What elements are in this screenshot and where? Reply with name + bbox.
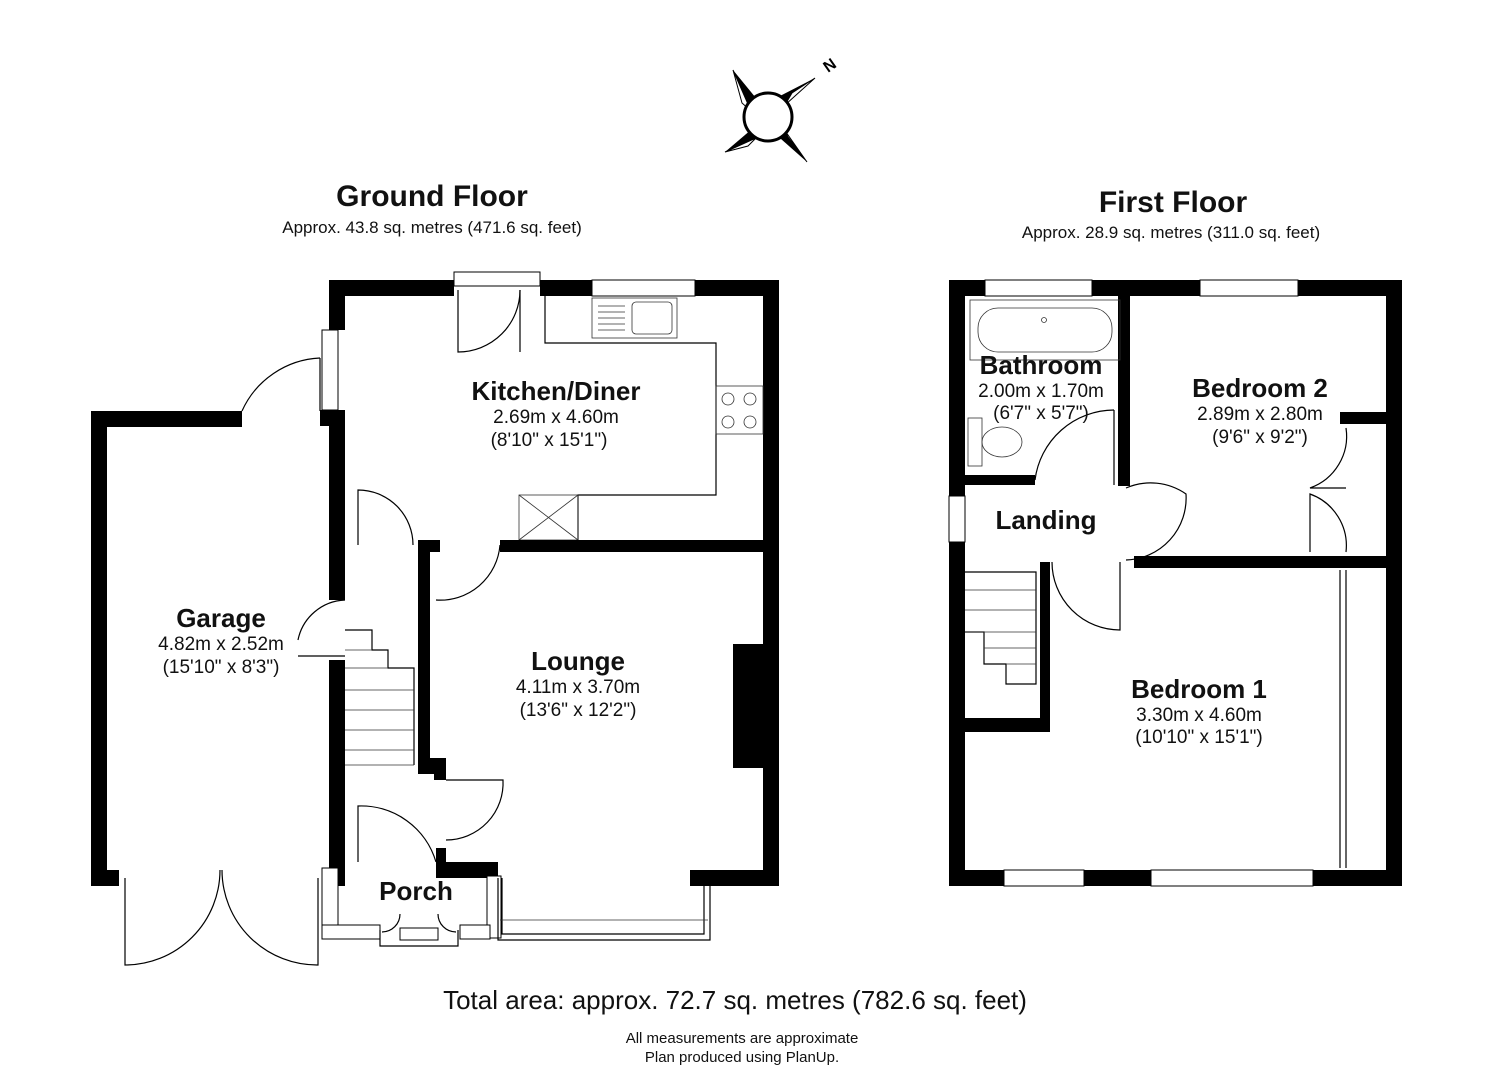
garage-metric: 4.82m x 2.52m (158, 634, 284, 655)
bedroom2-name: Bedroom 2 (1192, 373, 1328, 403)
lounge-imperial: (13'6" x 12'2") (519, 700, 637, 721)
bedroom1-metric: 3.30m x 4.60m (1136, 705, 1262, 726)
ground-floor-title: Ground Floor (336, 180, 528, 213)
bedroom2-imperial: (9'6" x 9'2") (1212, 427, 1308, 448)
bathroom-name: Bathroom (979, 350, 1103, 380)
bathroom-metric: 2.00m x 1.70m (978, 381, 1104, 402)
garage-imperial: (15'10" x 8'3") (162, 657, 280, 678)
total-area: Total area: approx. 72.7 sq. metres (782… (443, 985, 1027, 1015)
bedroom1-imperial: (10'10" x 15'1") (1135, 727, 1263, 748)
bathroom-imperial: (6'7" x 5'7") (993, 403, 1089, 424)
kitchen-name: Kitchen/Diner (471, 376, 641, 406)
produced-note: Plan produced using PlanUp. (644, 1049, 840, 1066)
first-floor-title: First Floor (1098, 186, 1248, 219)
garage-name: Garage (176, 603, 266, 633)
measurement-note: All measurements are approximate (625, 1030, 859, 1047)
compass-north-label: N (821, 56, 840, 77)
kitchen-imperial: (8'10" x 15'1") (490, 430, 608, 451)
compass-icon (724, 69, 816, 163)
ground-floor-area: Approx. 43.8 sq. metres (471.6 sq. feet) (282, 218, 582, 237)
lounge-name: Lounge (531, 646, 625, 676)
bedroom1-name: Bedroom 1 (1131, 674, 1267, 704)
ground-floor-plan (91, 271, 779, 966)
landing-name: Landing (995, 505, 1097, 535)
lounge-metric: 4.11m x 3.70m (515, 677, 641, 698)
first-floor-plan (948, 279, 1402, 887)
kitchen-metric: 2.69m x 4.60m (493, 407, 619, 428)
porch-name: Porch (379, 876, 453, 906)
first-floor-area: Approx. 28.9 sq. metres (311.0 sq. feet) (1021, 223, 1321, 242)
bedroom2-metric: 2.89m x 2.80m (1197, 404, 1323, 425)
